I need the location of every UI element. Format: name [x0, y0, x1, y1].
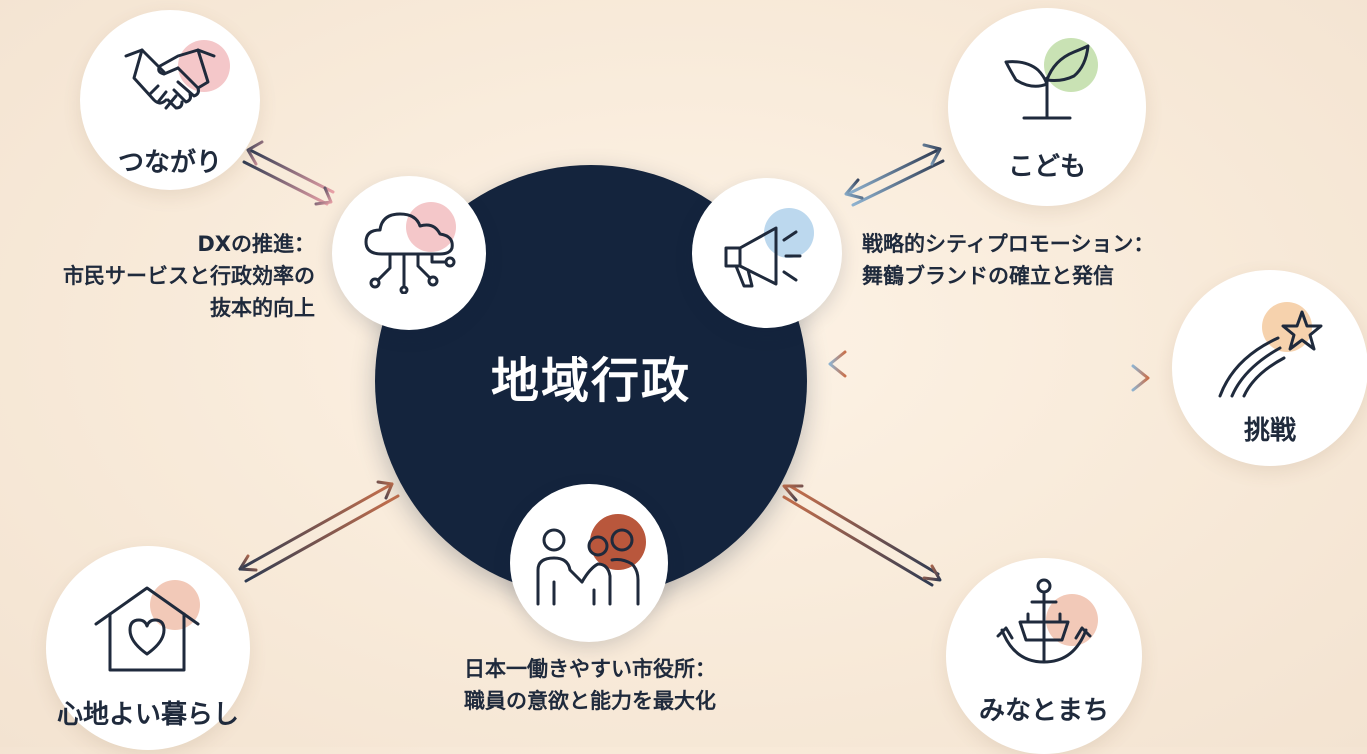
handshake-icon [124, 48, 216, 110]
caption-line: DXの推進： [197, 232, 315, 256]
accent-blob [764, 208, 814, 258]
caption-line: 日本一働きやすい市役所： [464, 657, 716, 681]
node-label: 挑戦 [1243, 416, 1296, 446]
caption-line: 抜本的向上 [210, 296, 315, 320]
arrow-chousen [828, 350, 1150, 392]
initiative-workplace [510, 484, 668, 642]
initiative-promotion [692, 178, 842, 328]
node-label: こども [1007, 152, 1086, 182]
node-minatomachi: みなとまち [946, 558, 1142, 754]
initiative-dx [332, 176, 486, 330]
node-label: 心地よい暮らし [56, 700, 239, 730]
hub-label: 地域行政 [490, 353, 691, 409]
arrow-kurashi [238, 480, 400, 583]
caption-workplace: 日本一働きやすい市役所： 職員の意欲と能力を最大化 [414, 653, 766, 717]
caption-line: 職員の意欲と能力を最大化 [464, 689, 716, 713]
caption-line: 舞鶴ブランドの確立と発信 [862, 264, 1114, 288]
node-tsunagari: つながり [80, 10, 260, 190]
node-kurashi: 心地よい暮らし [46, 546, 250, 750]
node-kodomo: こども [948, 8, 1146, 206]
cloud-network-icon [364, 212, 456, 294]
arrow-minatomachi [782, 484, 942, 587]
arrow-tsunagari [242, 140, 335, 206]
caption-promotion: 戦略的シティプロモーション： 舞鶴ブランドの確立と発信 [862, 228, 1154, 292]
caption-line: 市民サービスと行政効率の [63, 264, 315, 288]
house-heart-icon [94, 586, 200, 672]
shooting-star-icon [1218, 310, 1323, 398]
arrow-kodomo [844, 143, 945, 207]
node-label: つながり [117, 148, 222, 178]
caption-dx: DXの推進： 市民サービスと行政効率の 抜本的向上 [63, 228, 315, 324]
anchor-ship-icon [996, 578, 1092, 664]
megaphone-icon [724, 226, 802, 288]
node-label: みなとまち [978, 696, 1109, 726]
node-chousen: 挑戦 [1172, 270, 1367, 466]
caption-line: 戦略的シティプロモーション： [862, 232, 1155, 256]
sprout-icon [1004, 44, 1090, 120]
people-collaboration-icon [536, 528, 640, 606]
